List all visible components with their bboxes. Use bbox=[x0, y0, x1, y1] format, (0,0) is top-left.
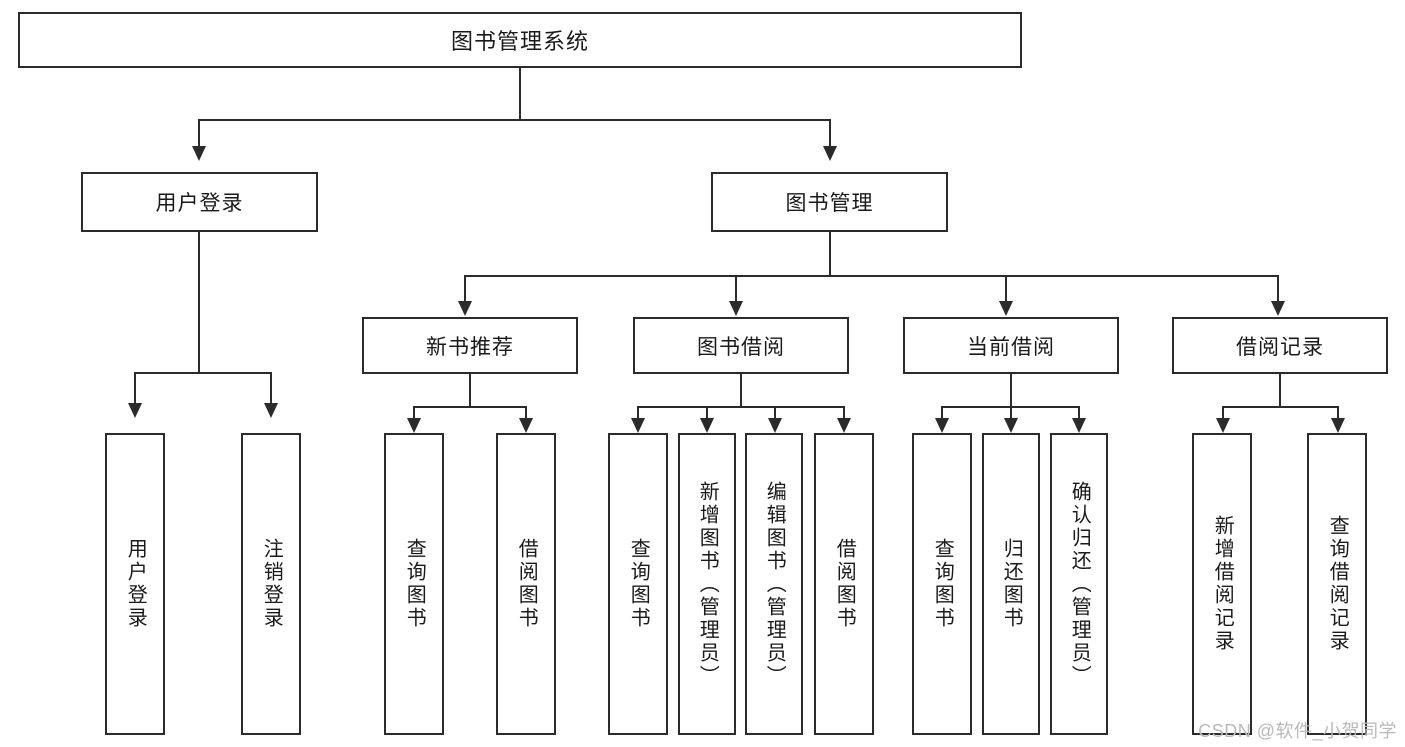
connector-root-stem bbox=[519, 68, 521, 120]
connector-br-branch-1 bbox=[1222, 406, 1224, 420]
connector-user-login-branch-1 bbox=[134, 372, 136, 405]
node-label: 借阅图书 bbox=[833, 538, 856, 630]
connector-bb-stem bbox=[740, 374, 742, 407]
connector-bb-branch-2 bbox=[706, 406, 708, 420]
node-label: 归还图书 bbox=[1000, 538, 1023, 630]
leaf-borrow-book-1[interactable]: 借阅图书 bbox=[496, 433, 556, 735]
arrow-nbr-leaf-1 bbox=[407, 418, 421, 433]
connector-bb-bus bbox=[637, 406, 845, 408]
arrow-bm-to-book-borrow bbox=[729, 301, 743, 316]
node-label: 查询图书 bbox=[403, 538, 426, 630]
connector-cb-branch-1 bbox=[941, 406, 943, 420]
arrow-bm-to-borrow-record bbox=[1271, 301, 1285, 316]
node-label: 查询图书 bbox=[931, 538, 954, 630]
connector-br-branch-2 bbox=[1337, 406, 1339, 420]
leaf-query-book-2[interactable]: 查询图书 bbox=[608, 433, 668, 735]
connector-bm-branch-2 bbox=[735, 275, 737, 303]
node-label: 新书推荐 bbox=[426, 335, 514, 359]
leaf-add-borrow-record[interactable]: 新增借阅记录 bbox=[1192, 433, 1252, 735]
arrow-bm-to-current-borrow bbox=[999, 301, 1013, 316]
leaf-logout-login[interactable]: 注销登录 bbox=[241, 433, 301, 735]
node-label: 查询图书 bbox=[627, 538, 650, 630]
leaf-query-borrow-record[interactable]: 查询借阅记录 bbox=[1307, 433, 1367, 735]
node-label: 借阅记录 bbox=[1236, 335, 1324, 359]
node-label: 图书管理 bbox=[785, 192, 874, 215]
connector-root-to-user-login bbox=[198, 119, 200, 148]
arrow-bm-to-new-book-recommend bbox=[458, 301, 472, 316]
connector-user-login-bus bbox=[134, 372, 272, 374]
arrow-br-leaf-1 bbox=[1216, 418, 1230, 433]
node-label: 编辑图书（管理员） bbox=[763, 480, 786, 688]
connector-nbr-branch-2 bbox=[525, 406, 527, 420]
arrow-bb-leaf-1 bbox=[631, 418, 645, 433]
connector-user-login-stem bbox=[198, 232, 200, 373]
node-label: 图书借阅 bbox=[697, 335, 785, 359]
node-label: 图书管理系统 bbox=[450, 29, 589, 54]
node-book-management[interactable]: 图书管理 bbox=[711, 172, 948, 232]
arrow-root-to-user-login bbox=[192, 146, 206, 161]
connector-nbr-bus bbox=[413, 406, 527, 408]
arrow-bb-leaf-4 bbox=[837, 418, 851, 433]
node-label: 当前借阅 bbox=[967, 335, 1055, 359]
connector-cb-stem bbox=[1010, 374, 1012, 407]
node-label: 查询借阅记录 bbox=[1326, 515, 1349, 653]
node-label: 新增图书（管理员） bbox=[696, 480, 719, 688]
connector-root-bus bbox=[198, 119, 831, 121]
arrow-bb-leaf-2 bbox=[700, 418, 714, 433]
connector-bb-branch-1 bbox=[637, 406, 639, 420]
connector-nbr-branch-1 bbox=[413, 406, 415, 420]
leaf-query-book-3[interactable]: 查询图书 bbox=[912, 433, 972, 735]
connector-user-login-branch-2 bbox=[270, 372, 272, 405]
arrow-nbr-leaf-2 bbox=[519, 418, 533, 433]
node-user-login[interactable]: 用户登录 bbox=[81, 172, 318, 232]
arrow-cb-leaf-3 bbox=[1072, 418, 1086, 433]
arrow-user-login-leaf-1 bbox=[128, 403, 142, 418]
leaf-return-book[interactable]: 归还图书 bbox=[982, 433, 1040, 735]
connector-book-management-bus bbox=[464, 275, 1277, 277]
connector-bb-branch-4 bbox=[843, 406, 845, 420]
node-label: 用户登录 bbox=[155, 192, 244, 215]
arrow-br-leaf-2 bbox=[1331, 418, 1345, 433]
leaf-query-book-1[interactable]: 查询图书 bbox=[384, 433, 444, 735]
arrow-cb-leaf-2 bbox=[1004, 418, 1018, 433]
node-label: 借阅图书 bbox=[515, 538, 538, 630]
leaf-user-login[interactable]: 用户登录 bbox=[105, 433, 165, 735]
node-borrow-record[interactable]: 借阅记录 bbox=[1172, 317, 1388, 374]
connector-bm-branch-1 bbox=[464, 275, 466, 303]
connector-nbr-stem bbox=[469, 374, 471, 407]
node-label: 注销登录 bbox=[260, 538, 283, 630]
node-root-book-management-system[interactable]: 图书管理系统 bbox=[18, 12, 1022, 68]
connector-br-bus bbox=[1222, 406, 1339, 408]
node-new-book-recommend[interactable]: 新书推荐 bbox=[362, 317, 578, 374]
leaf-add-book[interactable]: 新增图书（管理员） bbox=[678, 433, 736, 735]
node-current-borrow[interactable]: 当前借阅 bbox=[903, 317, 1119, 374]
connector-book-management-stem bbox=[829, 232, 831, 276]
arrow-user-login-leaf-2 bbox=[264, 403, 278, 418]
node-label: 用户登录 bbox=[124, 538, 147, 630]
leaf-edit-book[interactable]: 编辑图书（管理员） bbox=[745, 433, 803, 735]
connector-cb-branch-2 bbox=[1010, 406, 1012, 420]
connector-bm-branch-3 bbox=[1005, 275, 1007, 303]
leaf-confirm-return[interactable]: 确认归还（管理员） bbox=[1050, 433, 1108, 735]
connector-br-stem bbox=[1279, 374, 1281, 407]
connector-bb-branch-3 bbox=[774, 406, 776, 420]
connector-root-to-book-management bbox=[829, 119, 831, 148]
arrow-root-to-book-management bbox=[823, 146, 837, 161]
connector-cb-branch-3 bbox=[1078, 406, 1080, 420]
leaf-borrow-book-2[interactable]: 借阅图书 bbox=[814, 433, 874, 735]
connector-bm-branch-4 bbox=[1277, 275, 1279, 303]
node-label: 新增借阅记录 bbox=[1211, 515, 1234, 653]
node-label: 确认归还（管理员） bbox=[1068, 480, 1091, 688]
arrow-bb-leaf-3 bbox=[768, 418, 782, 433]
node-book-borrow[interactable]: 图书借阅 bbox=[633, 317, 849, 374]
arrow-cb-leaf-1 bbox=[935, 418, 949, 433]
